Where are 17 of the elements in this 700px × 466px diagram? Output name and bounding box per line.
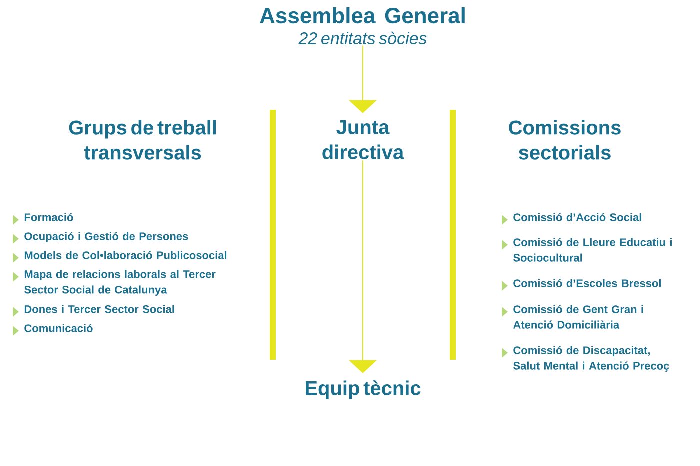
list-item: Models de Col•laboració Publicosocial (24, 251, 227, 260)
list-item: Comissió de Discapacitat, Salut Mental i Atenció Precoç (514, 346, 670, 372)
column-heading: Grups de treball transversals (69, 120, 216, 160)
heading: Assemblea General (260, 7, 465, 24)
list-item: Comunicació (24, 324, 93, 332)
list-item: Comissió d’Escoles Bressol (514, 279, 661, 288)
column-heading: Junta directiva (322, 120, 404, 160)
list-item: Dones i Tercer Sector Social (24, 305, 174, 314)
list-item: Comissió de Lleure Educatiu i Sociocultural (514, 238, 672, 262)
list-item: Mapa de relacions laborals al Tercer Sector Social de Catalunya (24, 270, 216, 296)
list-item: Formació (24, 213, 74, 222)
subtitle: 22 entitats sòcies (298, 32, 427, 45)
heading: Equip tècnic (306, 380, 421, 400)
column-heading: Comissions sectorials (509, 120, 621, 160)
list-item: Comissió d’Acció Social (514, 213, 642, 222)
list-item: Ocupació i Gestió de Persones (24, 232, 188, 243)
list-item: Comissió de Gent Gran i Atenció Domiciliària (513, 305, 644, 329)
